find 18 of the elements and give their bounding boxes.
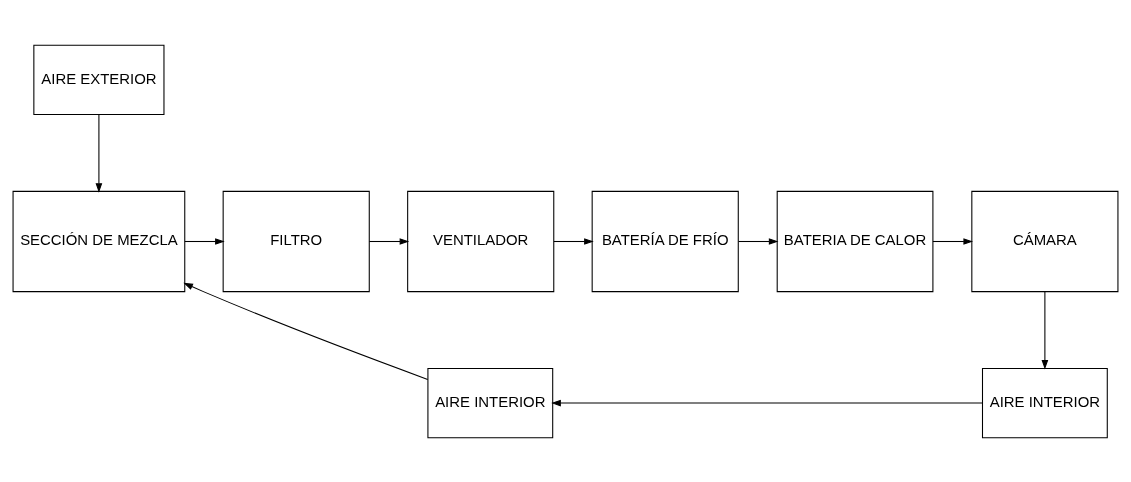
arrow: [95, 113, 103, 193]
arrow: [738, 237, 779, 245]
node-box: FILTRO: [222, 190, 370, 292]
arrow: [368, 237, 410, 245]
arrow: [553, 237, 594, 245]
arrow: [183, 282, 429, 380]
arrow: [551, 399, 983, 406]
node-box: BATERÍA DE FRÍO: [591, 190, 739, 292]
node-box: AIRE INTERIOR: [427, 367, 554, 438]
node-box: VENTILADOR: [407, 190, 555, 292]
arrow: [932, 237, 974, 245]
node-box: CÁMARA: [971, 190, 1119, 292]
arrow: [1041, 290, 1049, 370]
arrow: [184, 237, 225, 245]
node-box: BATERIA DE CALOR: [776, 190, 934, 292]
node-box: SECCIÓN DE MEZCLA: [12, 190, 186, 292]
node-box: AIRE INTERIOR: [981, 367, 1108, 438]
node-box: AIRE EXTERIOR: [33, 44, 165, 115]
